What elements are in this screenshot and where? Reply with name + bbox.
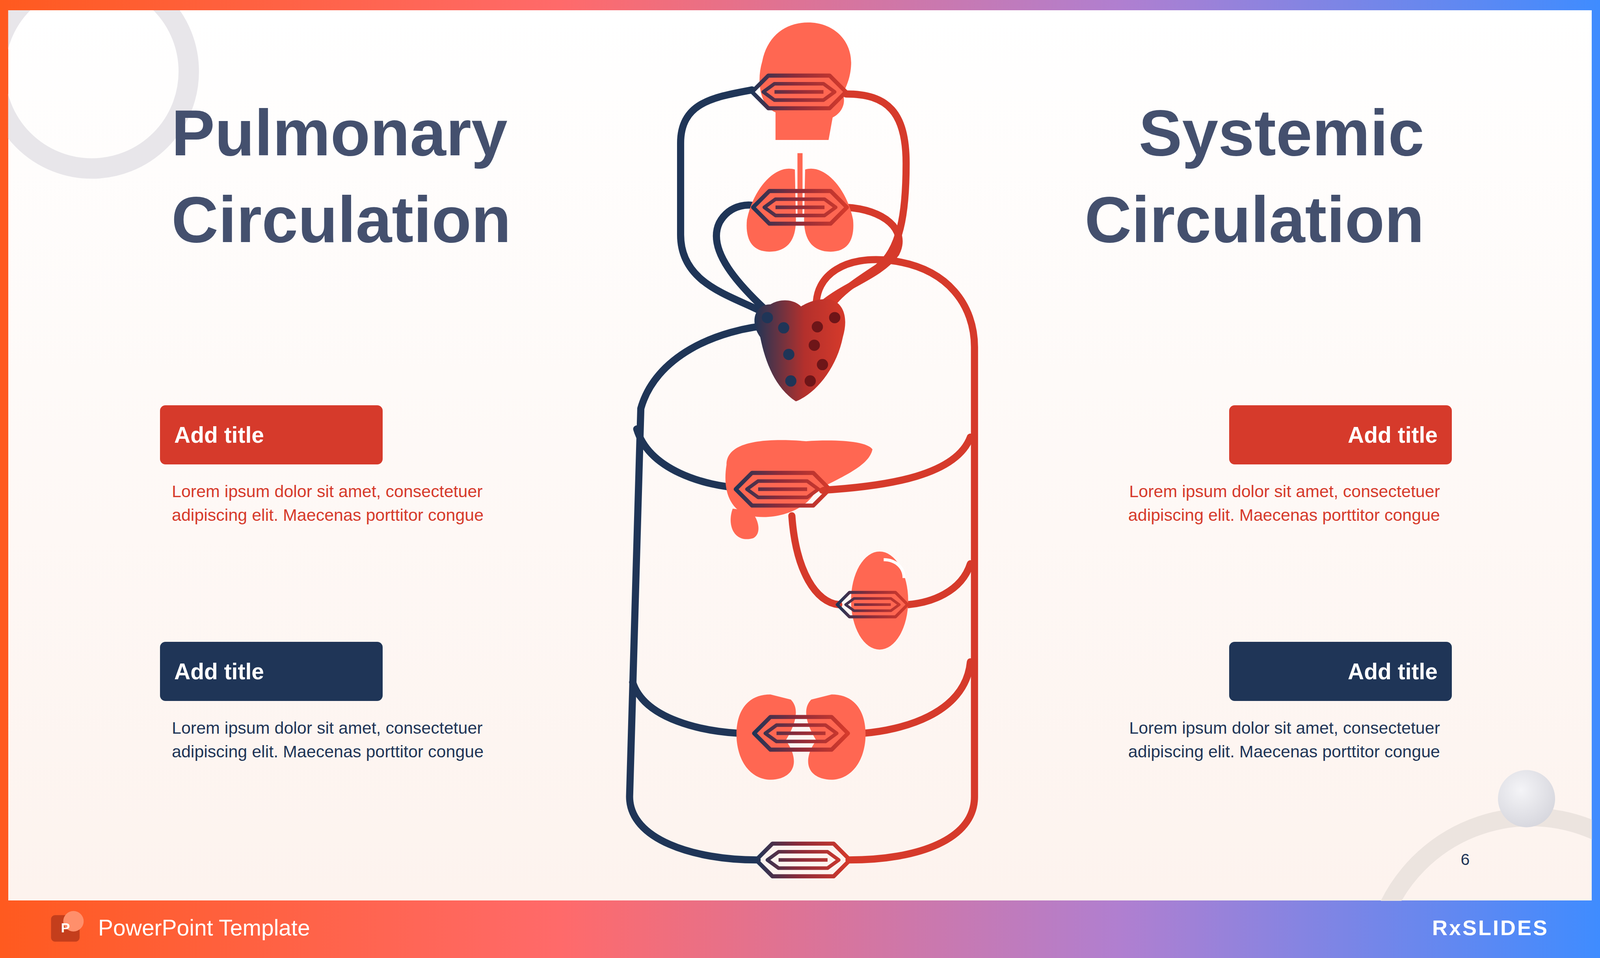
section-heading: Pulmonary Circulation (171, 89, 566, 263)
vena-cava (629, 324, 776, 860)
title-bar: Add title (160, 405, 383, 465)
heart (754, 299, 845, 402)
heart-dot (816, 359, 828, 371)
heart-dot (829, 311, 841, 323)
capillary-bed (753, 190, 847, 224)
vein (632, 682, 739, 734)
heart-shape (754, 299, 845, 402)
app-icon-letter: P (51, 917, 80, 938)
highlight (883, 559, 905, 579)
title-bar: Add title (1229, 641, 1452, 701)
kidney (806, 694, 866, 780)
artery (907, 563, 971, 605)
heart-dot (761, 311, 773, 323)
heart-dot (804, 375, 816, 387)
page-number: 6 (1445, 848, 1485, 871)
deco-ball (1497, 769, 1556, 827)
capillary-bed (753, 716, 848, 750)
body-text: Lorem ipsum dolor sit amet, consectetuer… (1097, 715, 1452, 763)
text-card: Add titleLorem ipsum dolor sit amet, con… (160, 405, 515, 527)
deco-ring (1372, 816, 1593, 901)
artery (863, 661, 971, 734)
title-bar: Add title (1229, 405, 1452, 465)
liver (725, 439, 873, 517)
heart-dot (785, 375, 797, 387)
text-card: Add titleLorem ipsum dolor sit amet, con… (160, 641, 515, 763)
section-heading: Systemic Circulation (1030, 89, 1425, 263)
body-text: Lorem ipsum dolor sit amet, consectetuer… (160, 479, 515, 527)
title-bar: Add title (160, 641, 383, 701)
intestine (850, 551, 908, 650)
gallbladder (730, 508, 759, 539)
body-text: Lorem ipsum dolor sit amet, consectetuer… (1097, 479, 1452, 527)
capillary-bed (735, 472, 830, 506)
capillary-bed (837, 592, 908, 617)
text-card: Add titleLorem ipsum dolor sit amet, con… (1097, 405, 1452, 527)
brand-logo: RxSLIDES (1300, 914, 1549, 941)
kidney (736, 694, 797, 780)
text-card: Add titleLorem ipsum dolor sit amet, con… (1097, 641, 1452, 763)
capillary-bed (756, 843, 851, 877)
heart-dot (783, 348, 795, 360)
deco-ring (8, 10, 189, 169)
body-text: Lorem ipsum dolor sit amet, consectetuer… (160, 715, 515, 763)
heart-dot (811, 321, 823, 333)
vessels (629, 89, 975, 860)
footer-text: PowerPoint Template (98, 913, 572, 942)
heart-dot (777, 321, 789, 334)
capillary-bed (751, 75, 846, 109)
portal-vessel (791, 515, 839, 605)
heart-dot (808, 339, 820, 351)
organs (725, 22, 909, 780)
